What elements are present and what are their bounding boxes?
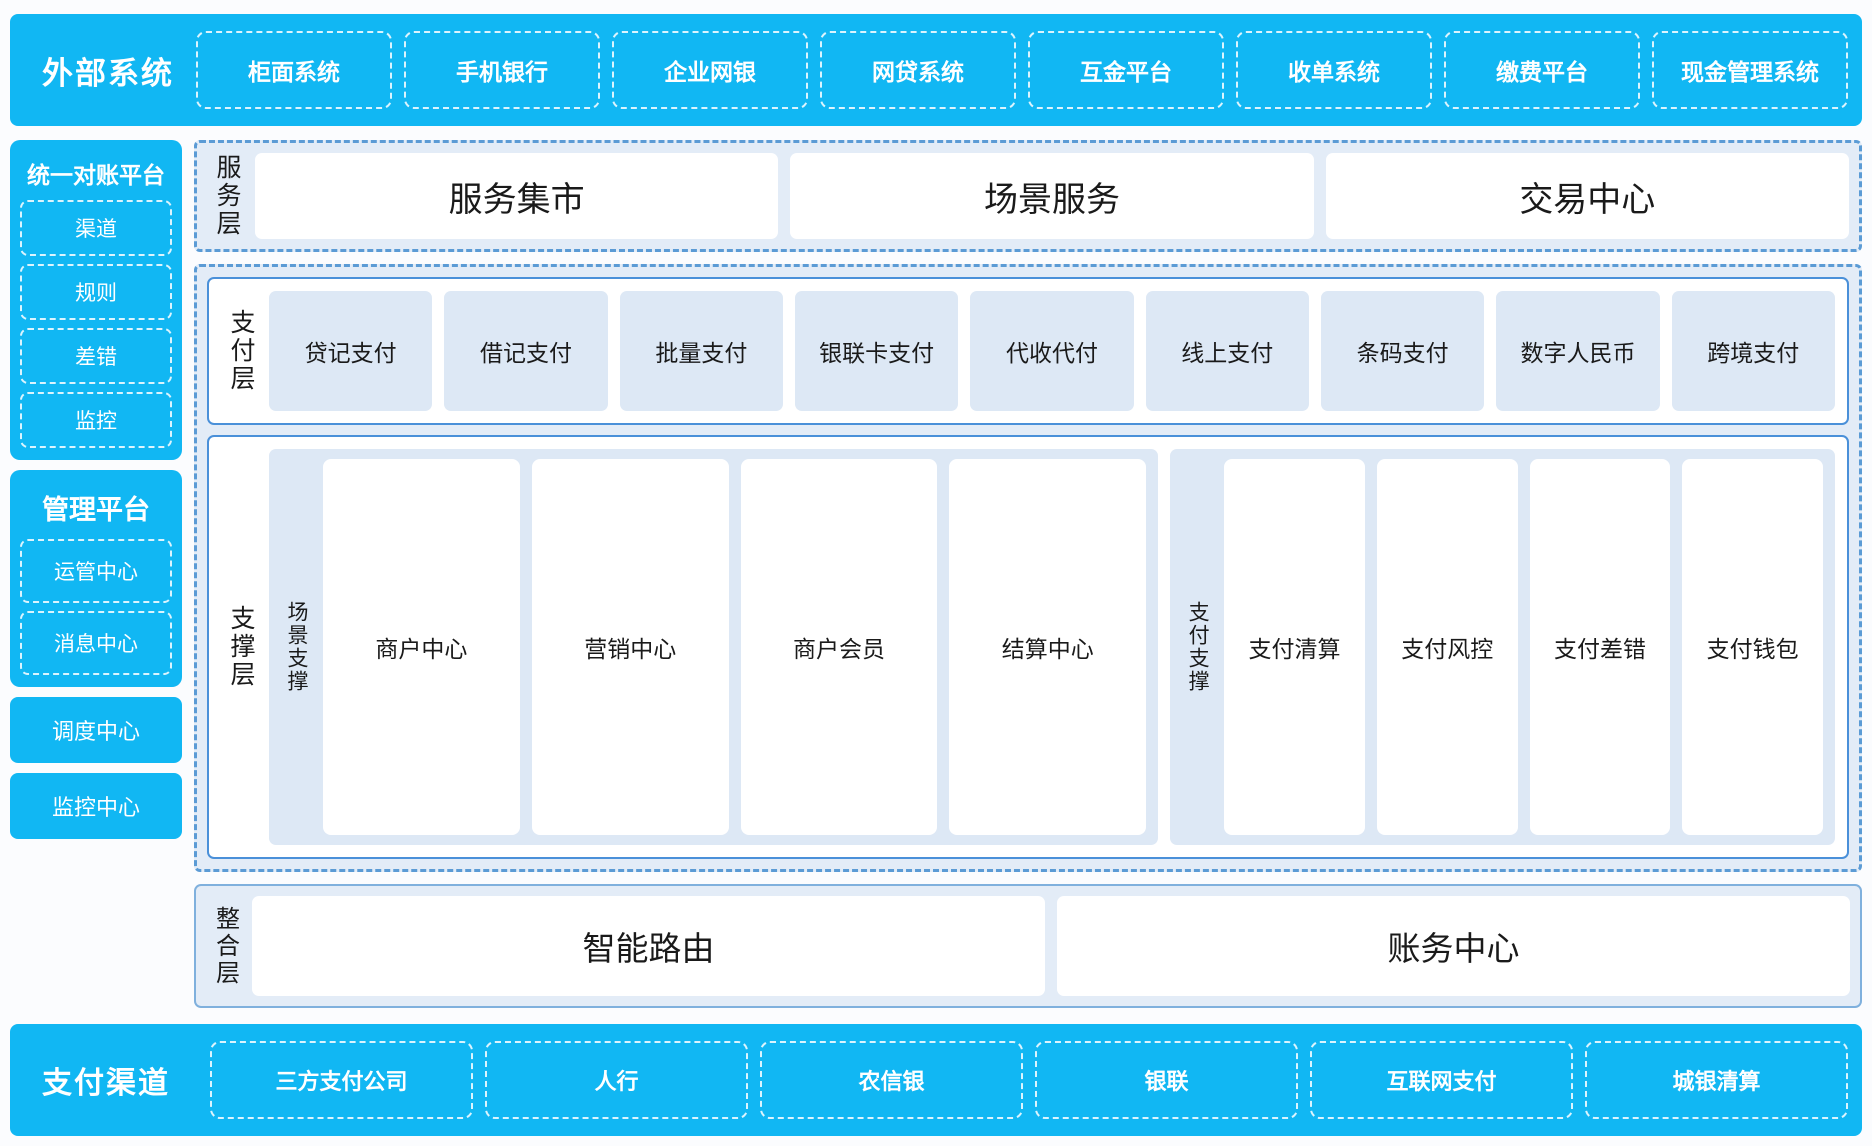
- sidebar-panel-reconciliation: 统一对账平台 渠道 规则 差错 监控: [10, 140, 182, 460]
- external-system-item[interactable]: 手机银行: [404, 31, 600, 109]
- support-group-payment-label: 支付支撑: [1186, 601, 1210, 693]
- payment-tile-debit[interactable]: 借记支付: [444, 291, 608, 411]
- service-layer-row: 服务层 服务集市 场景服务 交易中心: [207, 153, 1849, 239]
- external-system-item[interactable]: 企业网银: [612, 31, 808, 109]
- support-card-payment-risk[interactable]: 支付风控: [1376, 459, 1518, 835]
- external-system-item[interactable]: 收单系统: [1236, 31, 1432, 109]
- external-systems-items: 柜面系统 手机银行 企业网银 网贷系统 互金平台 收单系统 缴费平台 现金管理系…: [196, 31, 1848, 109]
- service-layer-cards: 服务集市 场景服务 交易中心: [255, 153, 1849, 239]
- sidebar-panel-management: 管理平台 运管中心 消息中心: [10, 470, 182, 687]
- payment-layer-label: 支付层: [227, 309, 255, 393]
- external-systems-bar: 外部系统 柜面系统 手机银行 企业网银 网贷系统 互金平台 收单系统 缴费平台 …: [10, 14, 1862, 126]
- payment-tile-unionpay-card[interactable]: 银联卡支付: [794, 291, 959, 411]
- sidebar-item-rule[interactable]: 规则: [20, 264, 172, 320]
- sidebar: 统一对账平台 渠道 规则 差错 监控 管理平台 运管中心 消息中心 调度中心 监…: [10, 140, 182, 1008]
- service-layer-label: 服务层: [213, 154, 241, 238]
- support-card-settlement-center[interactable]: 结算中心: [949, 459, 1147, 835]
- sidebar-item-channel[interactable]: 渠道: [20, 200, 172, 256]
- sidebar-panel-title: 统一对账平台: [27, 162, 165, 188]
- payment-channel-third-party[interactable]: 三方支付公司: [210, 1041, 473, 1119]
- payment-tile-digital-rmb[interactable]: 数字人民币: [1496, 291, 1660, 411]
- core-layer-group: 支付层 贷记支付 借记支付 批量支付 银联卡支付 代收代付 线上支付 条码支付 …: [194, 264, 1862, 872]
- external-system-item[interactable]: 缴费平台: [1444, 31, 1640, 109]
- integration-layer-cards: 智能路由 账务中心: [252, 896, 1850, 996]
- payment-tile-barcode[interactable]: 条码支付: [1320, 291, 1485, 411]
- payment-layer-tiles: 贷记支付 借记支付 批量支付 银联卡支付 代收代付 线上支付 条码支付 数字人民…: [269, 291, 1835, 411]
- support-layer-row: 支撑层 场景支撑 商户中心 营销中心 商户会员 结算中心: [221, 449, 1835, 845]
- sidebar-item-message-center[interactable]: 消息中心: [20, 611, 172, 675]
- support-group-payment: 支付支撑 支付清算 支付风控 支付差错 支付钱包: [1170, 449, 1835, 845]
- payment-tile-collection-payment[interactable]: 代收代付: [970, 291, 1134, 411]
- support-card-merchant-center[interactable]: 商户中心: [323, 459, 520, 835]
- support-group-scenario-label: 场景支撑: [285, 601, 308, 693]
- payment-channel-city-bank-clearing[interactable]: 城银清算: [1585, 1041, 1848, 1119]
- payment-channels-title: 支付渠道: [42, 1067, 170, 1100]
- payment-tile-credit[interactable]: 贷记支付: [269, 291, 433, 411]
- support-layer-groups: 场景支撑 商户中心 营销中心 商户会员 结算中心 支付支撑: [269, 449, 1835, 845]
- payment-channel-rcc[interactable]: 农信银: [760, 1041, 1023, 1119]
- payment-channel-unionpay[interactable]: 银联: [1035, 1041, 1298, 1119]
- sidebar-item-scheduling-center[interactable]: 调度中心: [10, 697, 182, 763]
- external-system-item[interactable]: 柜面系统: [196, 31, 392, 109]
- support-layer-label: 支撑层: [227, 605, 255, 689]
- support-group-payment-cards: 支付清算 支付风控 支付差错 支付钱包: [1224, 459, 1824, 835]
- external-system-item[interactable]: 互金平台: [1028, 31, 1224, 109]
- layers-column: 服务层 服务集市 场景服务 交易中心 支付层 贷记支付: [194, 140, 1862, 1008]
- integration-layer: 整合层 智能路由 账务中心: [194, 884, 1862, 1008]
- middle-region: 统一对账平台 渠道 规则 差错 监控 管理平台 运管中心 消息中心 调度中心 监…: [10, 140, 1862, 1008]
- integration-layer-label: 整合层: [211, 905, 239, 987]
- payment-layer-panel: 支付层 贷记支付 借记支付 批量支付 银联卡支付 代收代付 线上支付 条码支付 …: [207, 277, 1849, 425]
- service-card-marketplace[interactable]: 服务集市: [255, 153, 779, 239]
- external-system-item[interactable]: 现金管理系统: [1652, 31, 1848, 109]
- support-group-scenario-cards: 商户中心 营销中心 商户会员 结算中心: [323, 459, 1147, 835]
- support-card-marketing-center[interactable]: 营销中心: [531, 459, 729, 835]
- sidebar-item-monitor[interactable]: 监控: [20, 392, 172, 448]
- service-layer-group: 服务层 服务集市 场景服务 交易中心: [194, 140, 1862, 252]
- sidebar-panel-title: 管理平台: [42, 495, 150, 525]
- support-layer-panel: 支撑层 场景支撑 商户中心 营销中心 商户会员 结算中心: [207, 435, 1849, 859]
- sidebar-item-error[interactable]: 差错: [20, 328, 172, 384]
- payment-layer-row: 支付层 贷记支付 借记支付 批量支付 银联卡支付 代收代付 线上支付 条码支付 …: [221, 291, 1835, 411]
- support-group-scenario: 场景支撑 商户中心 营销中心 商户会员 结算中心: [269, 449, 1159, 845]
- payment-tile-cross-border[interactable]: 跨境支付: [1671, 291, 1835, 411]
- support-card-payment-clearing[interactable]: 支付清算: [1224, 459, 1365, 835]
- external-system-item[interactable]: 网贷系统: [820, 31, 1016, 109]
- payment-tile-online[interactable]: 线上支付: [1145, 291, 1309, 411]
- payment-channels-items: 三方支付公司 人行 农信银 银联 互联网支付 城银清算: [210, 1041, 1848, 1119]
- service-card-scenario[interactable]: 场景服务: [790, 153, 1314, 239]
- integration-card-smart-routing[interactable]: 智能路由: [252, 896, 1045, 996]
- payment-channel-internet-payment[interactable]: 互联网支付: [1310, 1041, 1573, 1119]
- external-systems-title: 外部系统: [42, 55, 174, 91]
- integration-card-accounting-center[interactable]: 账务中心: [1057, 896, 1850, 996]
- support-card-merchant-member[interactable]: 商户会员: [740, 459, 938, 835]
- payment-channels-bar: 支付渠道 三方支付公司 人行 农信银 银联 互联网支付 城银清算: [10, 1024, 1862, 1136]
- support-card-payment-wallet[interactable]: 支付钱包: [1682, 459, 1824, 835]
- payment-tile-batch[interactable]: 批量支付: [619, 291, 783, 411]
- sidebar-item-operations-center[interactable]: 运管中心: [20, 539, 172, 603]
- service-card-transaction[interactable]: 交易中心: [1325, 153, 1849, 239]
- payment-channel-pboc[interactable]: 人行: [485, 1041, 748, 1119]
- sidebar-item-monitoring-center[interactable]: 监控中心: [10, 773, 182, 839]
- support-card-payment-error[interactable]: 支付差错: [1529, 459, 1671, 835]
